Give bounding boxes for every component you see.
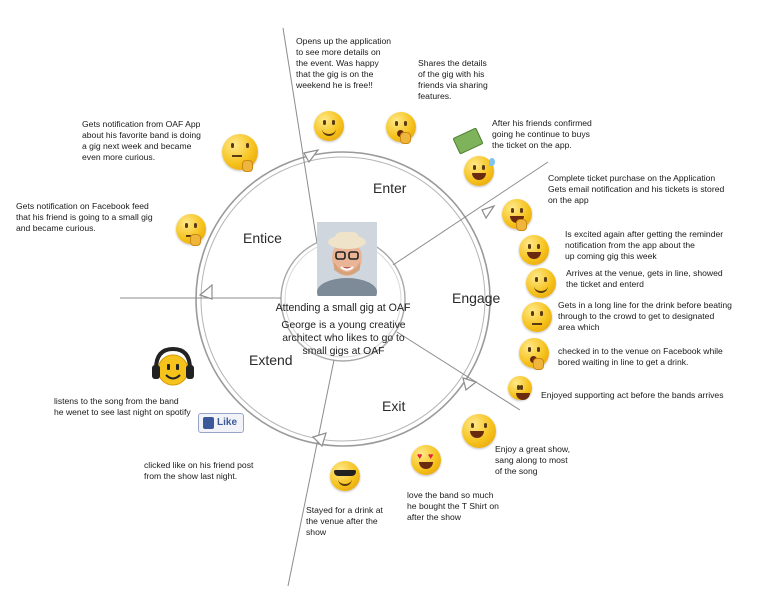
excited-emoji-icon — [502, 199, 532, 229]
note-drink-line: Gets in a long line for the drink before… — [558, 300, 732, 333]
note-buys-ticket: After his friends confirmed going he con… — [492, 118, 592, 151]
thinking-emoji-icon — [176, 214, 206, 244]
arrow-head-icon — [304, 150, 318, 162]
like-label: Like — [217, 417, 237, 428]
facebook-like-icon: Like — [198, 413, 244, 433]
headphones-emoji-icon — [150, 345, 196, 391]
singing-emoji-icon — [462, 414, 496, 448]
blushing-emoji-icon — [386, 112, 416, 142]
note-facebook-feed: Gets notification on Facebook feed that … — [16, 201, 153, 234]
stage-label-enter: Enter — [373, 180, 406, 196]
note-reminder: Is excited again after getting the remin… — [565, 229, 723, 262]
note-opens-app: Opens up the application to see more det… — [296, 36, 391, 91]
grinning-emoji-icon — [519, 235, 549, 265]
center-description: George is a young creative architect who… — [275, 319, 412, 358]
avatar — [317, 222, 377, 296]
spoke-exit-extend — [288, 360, 334, 586]
note-oaf-notification: Gets notification from OAF App about his… — [82, 119, 201, 163]
note-great-show: Enjoy a great show, sang along to most o… — [495, 444, 570, 477]
note-shares-details: Shares the details of the gig with his f… — [418, 58, 488, 102]
stage-label-entice: Entice — [243, 230, 282, 246]
slight-smile-emoji-icon — [526, 268, 556, 298]
spoke-engage-exit — [397, 332, 520, 410]
note-arrives: Arrives at the venue, gets in line, show… — [566, 268, 723, 290]
arrow-head-icon — [482, 206, 494, 218]
center-title: Attending a small gig at OAF — [268, 302, 418, 314]
stage-label-engage: Engage — [452, 290, 500, 306]
sunglasses-emoji-icon — [330, 461, 360, 491]
stage-label-exit: Exit — [382, 398, 405, 414]
bored-emoji-icon — [519, 338, 549, 368]
note-tshirt: love the band so much he bought the T Sh… — [407, 490, 499, 523]
note-support-act: Enjoyed supporting act before the bands … — [541, 390, 724, 401]
note-stayed-drink: Stayed for a drink at the venue after th… — [306, 505, 383, 538]
sweat-smile-emoji-icon — [464, 156, 494, 186]
thinking-emoji-icon — [222, 134, 258, 170]
note-complete-purchase: Complete ticket purchase on the Applicat… — [548, 173, 724, 206]
note-clicked-like: clicked like on his friend post from the… — [144, 460, 253, 482]
neutral-emoji-icon — [522, 302, 552, 332]
arrow-head-icon — [463, 378, 476, 390]
smiling-emoji-icon — [314, 111, 344, 141]
note-checked-in: checked in to the venue on Facebook whil… — [558, 346, 723, 368]
note-listens-song: listens to the song from the band he wen… — [54, 396, 191, 418]
dancing-emoji-icon — [508, 376, 532, 400]
george-portrait — [317, 222, 377, 296]
heart-eyes-emoji-icon: ♥♥ — [411, 445, 441, 475]
